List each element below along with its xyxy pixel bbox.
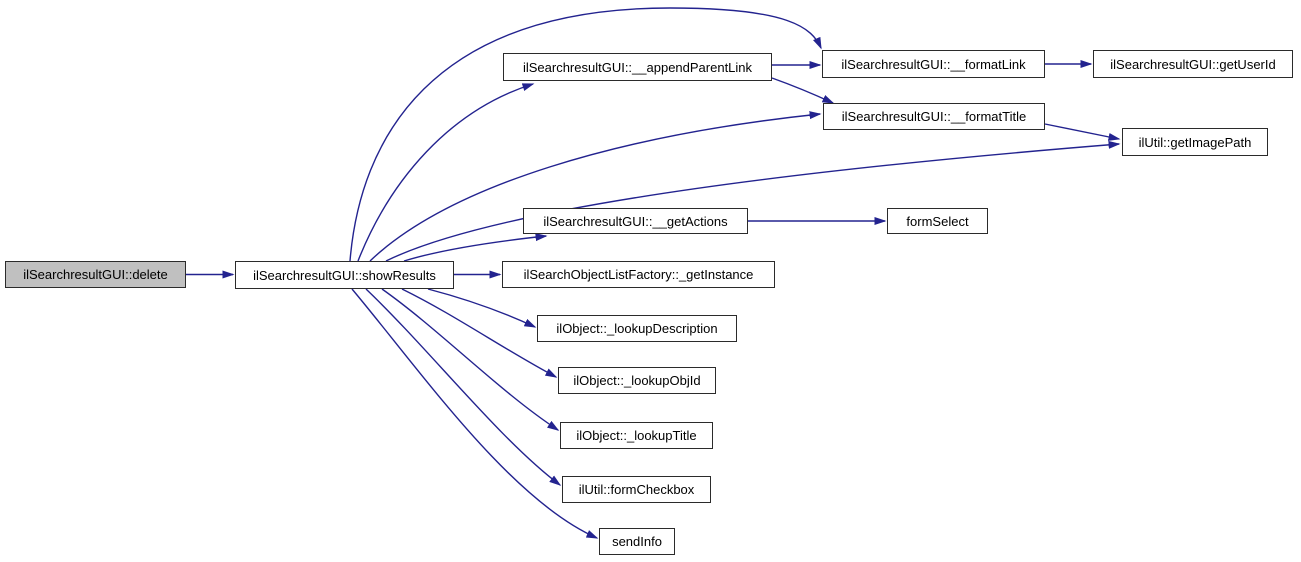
node-ilObject-lookupObjId[interactable]: ilObject::_lookupObjId [558, 367, 716, 394]
edge-showResults-getActions [403, 233, 548, 262]
edge-showResults-sendInfo [351, 288, 599, 539]
node-ilSearchresultGUI-formatTitle[interactable]: ilSearchresultGUI::__formatTitle [823, 103, 1045, 130]
edge-showResults-lookupTitle [381, 288, 560, 431]
node-sendInfo[interactable]: sendInfo [599, 528, 675, 555]
node-ilUtil-formCheckbox[interactable]: ilUtil::formCheckbox [562, 476, 711, 503]
edge-formatTitle-getImagePath [1044, 123, 1121, 141]
node-ilObject-lookupTitle[interactable]: ilObject::_lookupTitle [560, 422, 713, 449]
edge-showResults-lookupDescription [427, 288, 537, 328]
edge-showResults-formatTitle [369, 111, 822, 262]
node-ilSearchresultGUI-getActions[interactable]: ilSearchresultGUI::__getActions [523, 208, 748, 234]
edge-showResults-formCheckbox [365, 288, 562, 486]
edge-appendParentLink-formatTitle [771, 77, 835, 104]
node-formSelect[interactable]: formSelect [887, 208, 988, 234]
node-ilSearchresultGUI-showResults[interactable]: ilSearchresultGUI::showResults [235, 261, 454, 289]
edge-showResults-getImagePath [385, 140, 1121, 262]
node-ilSearchresultGUI-delete: ilSearchresultGUI::delete [5, 261, 186, 288]
edge-showResults-formatLink [349, 7, 822, 262]
edge-showResults-appendParentLink [357, 83, 535, 262]
node-ilSearchresultGUI-appendParentLink[interactable]: ilSearchresultGUI::__appendParentLink [503, 53, 772, 81]
node-ilObject-lookupDescription[interactable]: ilObject::_lookupDescription [537, 315, 737, 342]
node-ilSearchresultGUI-getUserId[interactable]: ilSearchresultGUI::getUserId [1093, 50, 1293, 78]
node-ilSearchObjectListFactory-getInstance[interactable]: ilSearchObjectListFactory::_getInstance [502, 261, 775, 288]
node-ilSearchresultGUI-formatLink[interactable]: ilSearchresultGUI::__formatLink [822, 50, 1045, 78]
edge-showResults-lookupObjId [401, 288, 558, 378]
node-ilUtil-getImagePath[interactable]: ilUtil::getImagePath [1122, 128, 1268, 156]
